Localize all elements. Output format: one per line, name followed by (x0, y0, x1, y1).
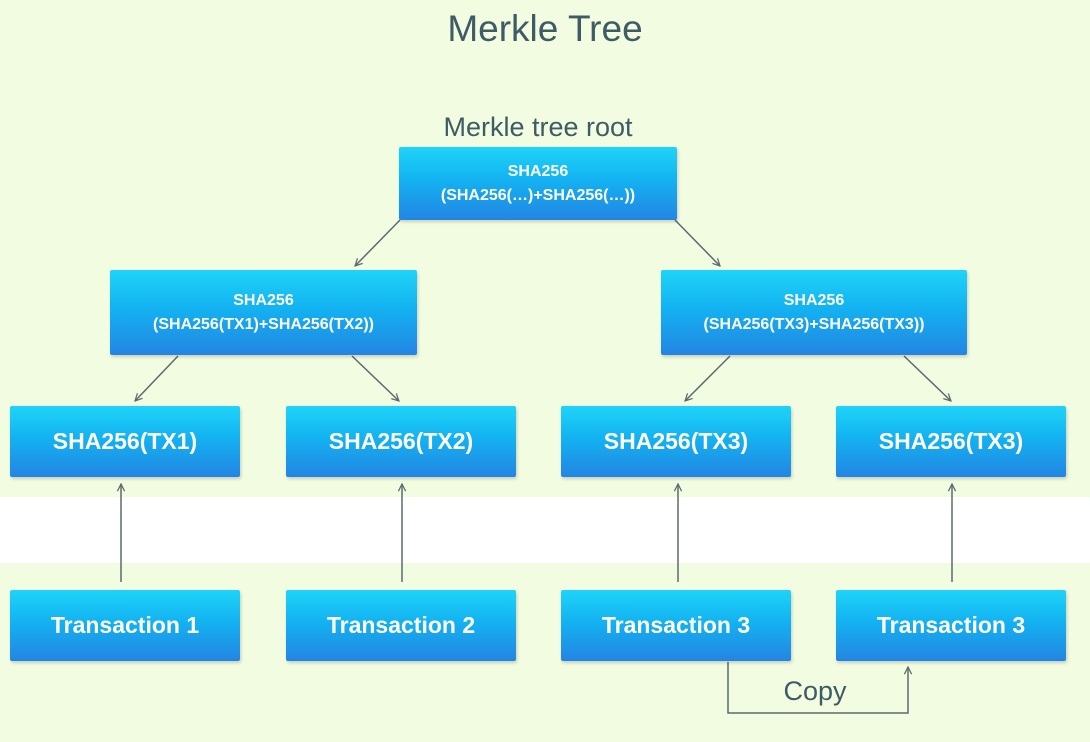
edge-l1a-leaf1 (135, 355, 179, 401)
copy-connector (727, 662, 908, 714)
transaction-node-3: Transaction 3 (561, 590, 791, 661)
level1-node-left: SHA256 (SHA256(TX1)+SHA256(TX2)) (110, 270, 417, 355)
level1-left-line2: (SHA256(TX1)+SHA256(TX2)) (153, 315, 374, 333)
leaf-node-2: SHA256(TX2) (286, 406, 516, 477)
edge-l1a-leaf2 (351, 355, 399, 401)
transaction-node-4: Transaction 3 (836, 590, 1066, 661)
level1-node-right: SHA256 (SHA256(TX3)+SHA256(TX3)) (661, 270, 967, 355)
edge-root-right (674, 219, 720, 266)
edge-l1b-leaf3 (685, 355, 731, 401)
copy-label: Copy (783, 676, 847, 706)
transaction-node-1: Transaction 1 (10, 590, 240, 661)
level1-left-line1: SHA256 (233, 291, 294, 309)
root-label: Merkle tree root (443, 112, 633, 142)
edge-root-left (355, 219, 401, 266)
root-node-line1: SHA256 (507, 162, 569, 180)
diagram-title: Merkle Tree (447, 8, 643, 49)
leaf-node-1: SHA256(TX1) (10, 406, 240, 477)
white-band (0, 497, 1090, 563)
level1-right-line1: SHA256 (783, 291, 845, 309)
leaf-node-3: SHA256(TX3) (561, 406, 791, 477)
level1-right-line2: (SHA256(TX3)+SHA256(TX3)) (703, 315, 925, 333)
root-node: SHA256 (SHA256(…)+SHA256(…)) (399, 147, 677, 220)
transaction-node-2: Transaction 2 (286, 590, 516, 661)
edge-l1b-leaf4 (903, 355, 951, 401)
root-node-line2: (SHA256(…)+SHA256(…)) (440, 186, 636, 204)
leaf-node-4: SHA256(TX3) (836, 406, 1066, 477)
